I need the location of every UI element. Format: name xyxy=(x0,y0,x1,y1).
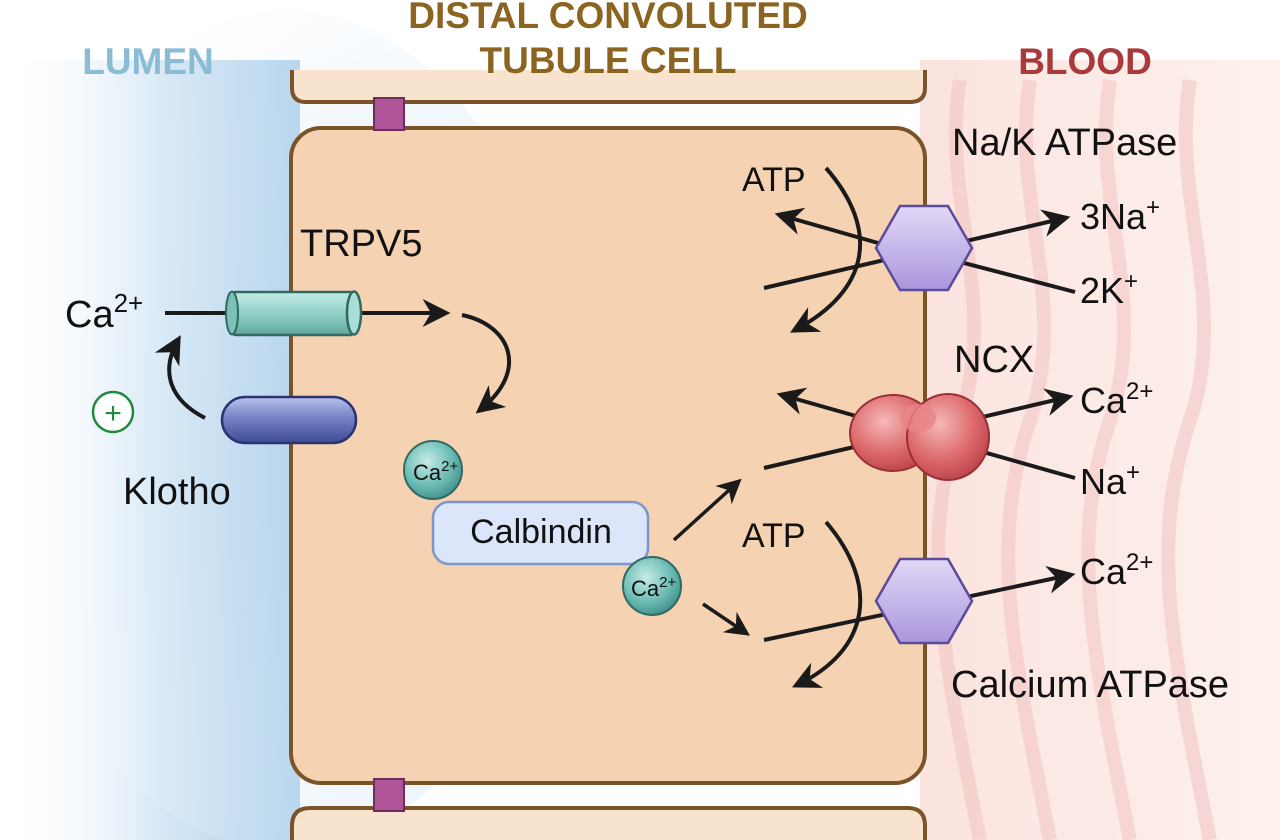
calcium-atpase-label: Calcium ATPase xyxy=(951,664,1229,706)
ncx-calcium-out-label: Ca2+ xyxy=(1080,378,1153,421)
ncx-label: NCX xyxy=(954,339,1034,381)
potassium-in-arrow-tip xyxy=(774,207,886,247)
svg-text:Ca2+: Ca2+ xyxy=(413,458,458,485)
calbindin-label: Calbindin xyxy=(470,513,612,551)
klotho-protein xyxy=(220,395,358,445)
ncx-sodium-in-label: Na+ xyxy=(1080,459,1140,502)
calcium-to-calbindin-arrow xyxy=(461,313,512,414)
plus-sign: + xyxy=(104,397,122,430)
lower-neighbour-cell xyxy=(290,806,927,840)
potassium-in-label: 2K+ xyxy=(1080,268,1138,311)
pump-calcium-out-label: Ca2+ xyxy=(1080,549,1153,592)
atp-bottom-label: ATP xyxy=(742,517,806,555)
calbindin-protein xyxy=(431,500,650,566)
lumen-label: LUMEN xyxy=(82,41,214,82)
atp-hydrolysis-arrow-top xyxy=(790,166,863,333)
plus-icon xyxy=(91,390,135,434)
atp-hydrolysis-arrow-bottom xyxy=(791,520,863,688)
cell-label-line2: TUBULE CELL xyxy=(480,40,737,81)
calcium-to-pump-arrow xyxy=(702,602,751,636)
tight-junction-top xyxy=(373,97,405,131)
cell-label-line1: DISTAL CONVOLUTED xyxy=(408,0,807,36)
trpv5-channel xyxy=(225,290,363,337)
sodium-out-label: 3Na+ xyxy=(1080,194,1160,237)
svg-text:Ca2+: Ca2+ xyxy=(631,574,676,601)
calcium-atpase-pump xyxy=(874,557,974,645)
klotho-label: Klotho xyxy=(123,471,231,513)
upper-neighbour-cell xyxy=(290,70,927,104)
tight-junction-bottom xyxy=(373,778,405,812)
blood-label: BLOOD xyxy=(1018,41,1152,82)
na-k-atpase-label: Na/K ATPase xyxy=(952,122,1177,164)
trpv5-label: TRPV5 xyxy=(300,223,422,265)
blood-vessel-waves xyxy=(931,78,1217,840)
na-k-atpase-pump xyxy=(874,204,974,292)
ncx-exchanger xyxy=(849,393,990,481)
klotho-activation-arrow xyxy=(154,335,206,420)
calbindin-calcium-ball-1: Ca2+ xyxy=(403,440,463,500)
calbindin-calcium-ball-2: Ca2+ xyxy=(622,556,682,616)
calcium-to-ncx-arrow xyxy=(672,478,742,542)
atp-top-label: ATP xyxy=(742,161,806,199)
lumen-calcium-label: Ca2+ xyxy=(65,288,143,336)
